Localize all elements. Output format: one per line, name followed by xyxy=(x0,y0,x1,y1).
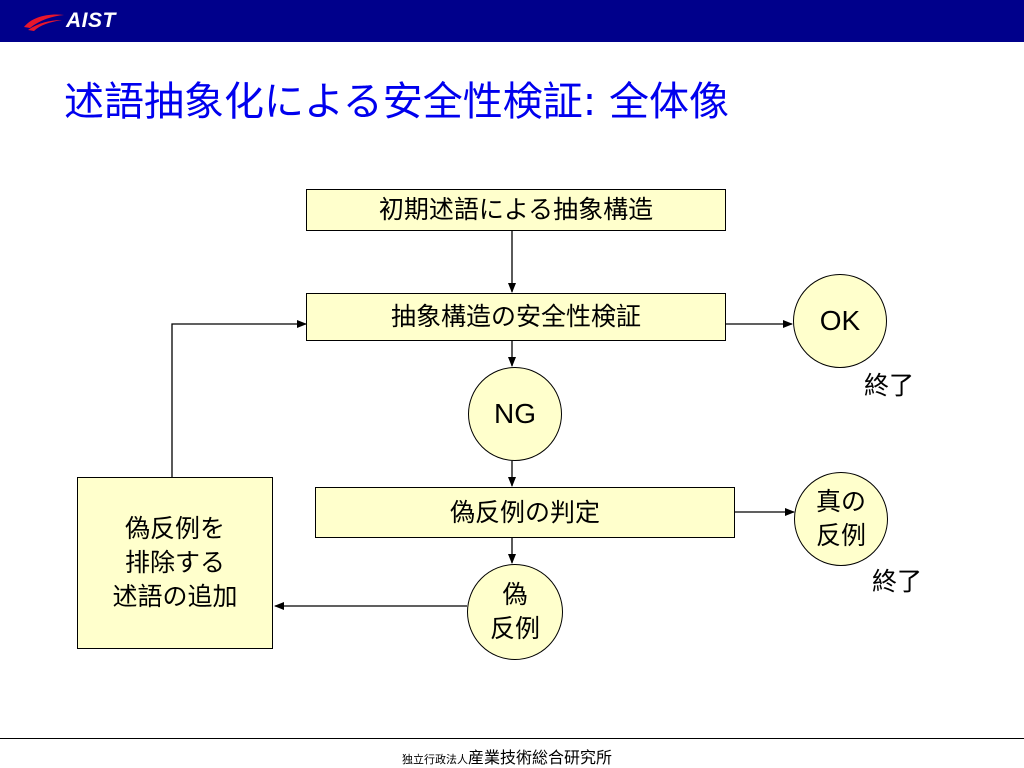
footer-org: 独立行政法人産業技術総合研究所 xyxy=(402,744,612,768)
footer-divider xyxy=(0,738,1024,739)
logo-text: AIST xyxy=(66,9,116,32)
initial-structure-label: 初期述語による抽象構造 xyxy=(378,195,654,224)
ng-label: NG xyxy=(494,398,536,429)
header-bar: AIST xyxy=(0,0,1024,42)
true-cex-line1: 真の xyxy=(815,487,866,516)
true-end-note: 終了 xyxy=(872,567,923,596)
aist-logo: AIST xyxy=(22,8,116,34)
refine-line2: 排除する xyxy=(124,548,225,577)
false-cex-line1: 偽 xyxy=(502,580,528,609)
ng-node: NG xyxy=(468,367,562,461)
false-counterexample-node: 偽 反例 xyxy=(467,564,563,660)
slide-title: 述語抽象化による安全性検証: 全体像 xyxy=(64,79,729,125)
safety-verification-box: 抽象構造の安全性検証 xyxy=(306,293,726,341)
ok-node: OK xyxy=(793,274,887,368)
ok-end-note: 終了 xyxy=(864,371,915,400)
counterexample-judge-box: 偽反例の判定 xyxy=(315,487,735,538)
counterexample-judge-label: 偽反例の判定 xyxy=(449,497,600,527)
false-cex-line2: 反例 xyxy=(489,614,540,643)
footer-big-text: 産業技術総合研究所 xyxy=(468,748,613,767)
predicate-refinement-box: 偽反例を 排除する 述語の追加 xyxy=(77,477,273,649)
initial-structure-box: 初期述語による抽象構造 xyxy=(306,189,726,231)
true-cex-line2: 反例 xyxy=(815,521,866,550)
refine-line3: 述語の追加 xyxy=(112,582,238,611)
ok-label: OK xyxy=(819,305,861,336)
safety-verification-label: 抽象構造の安全性検証 xyxy=(390,302,641,331)
true-counterexample-node: 真の 反例 xyxy=(794,472,888,566)
arrow-refine-to-verify xyxy=(171,320,307,477)
footer-small-text: 独立行政法人 xyxy=(402,753,468,766)
aist-swoosh-icon xyxy=(24,14,64,31)
refine-line1: 偽反例を xyxy=(124,514,225,543)
